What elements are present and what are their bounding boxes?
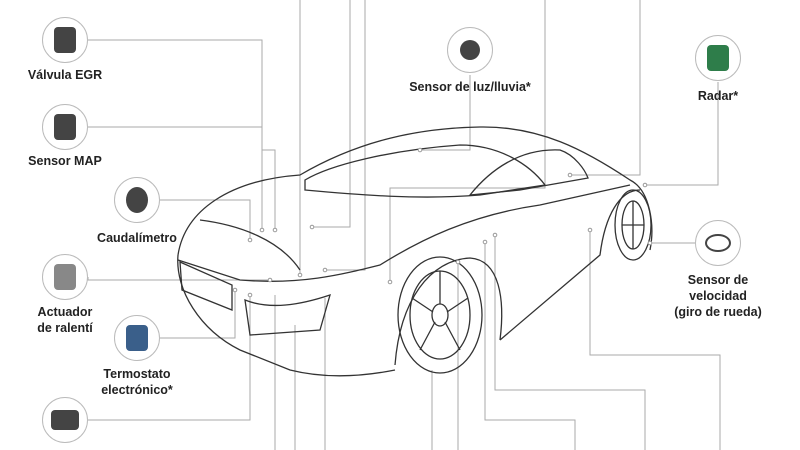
map-sensor-icon[interactable] [42, 104, 88, 150]
car-outline [177, 126, 653, 377]
leader-lines [87, 0, 721, 450]
radar-label: Radar* [697, 89, 739, 103]
idle-actuator-icon[interactable] [42, 254, 88, 300]
wheel-speed-sensor-icon[interactable] [695, 220, 741, 266]
electronic-thermostat-icon[interactable] [114, 315, 160, 361]
egr-valve-icon[interactable] [42, 17, 88, 63]
rear-wheel [614, 189, 652, 261]
egr-valve-label: Válvula EGR [27, 68, 103, 82]
front-wheel [397, 256, 483, 374]
map-sensor-label: Sensor MAP [28, 154, 102, 168]
rain-light-sensor-icon[interactable] [447, 27, 493, 73]
radar-icon[interactable] [695, 35, 741, 81]
anchor-dots [232, 147, 653, 298]
mass-airflow-label: Caudalímetro [97, 231, 177, 245]
rain-light-sensor-label: Sensor de luz/lluvia* [409, 80, 531, 94]
throttle-position-sensor-icon[interactable] [42, 397, 88, 443]
mass-airflow-icon[interactable] [114, 177, 160, 223]
